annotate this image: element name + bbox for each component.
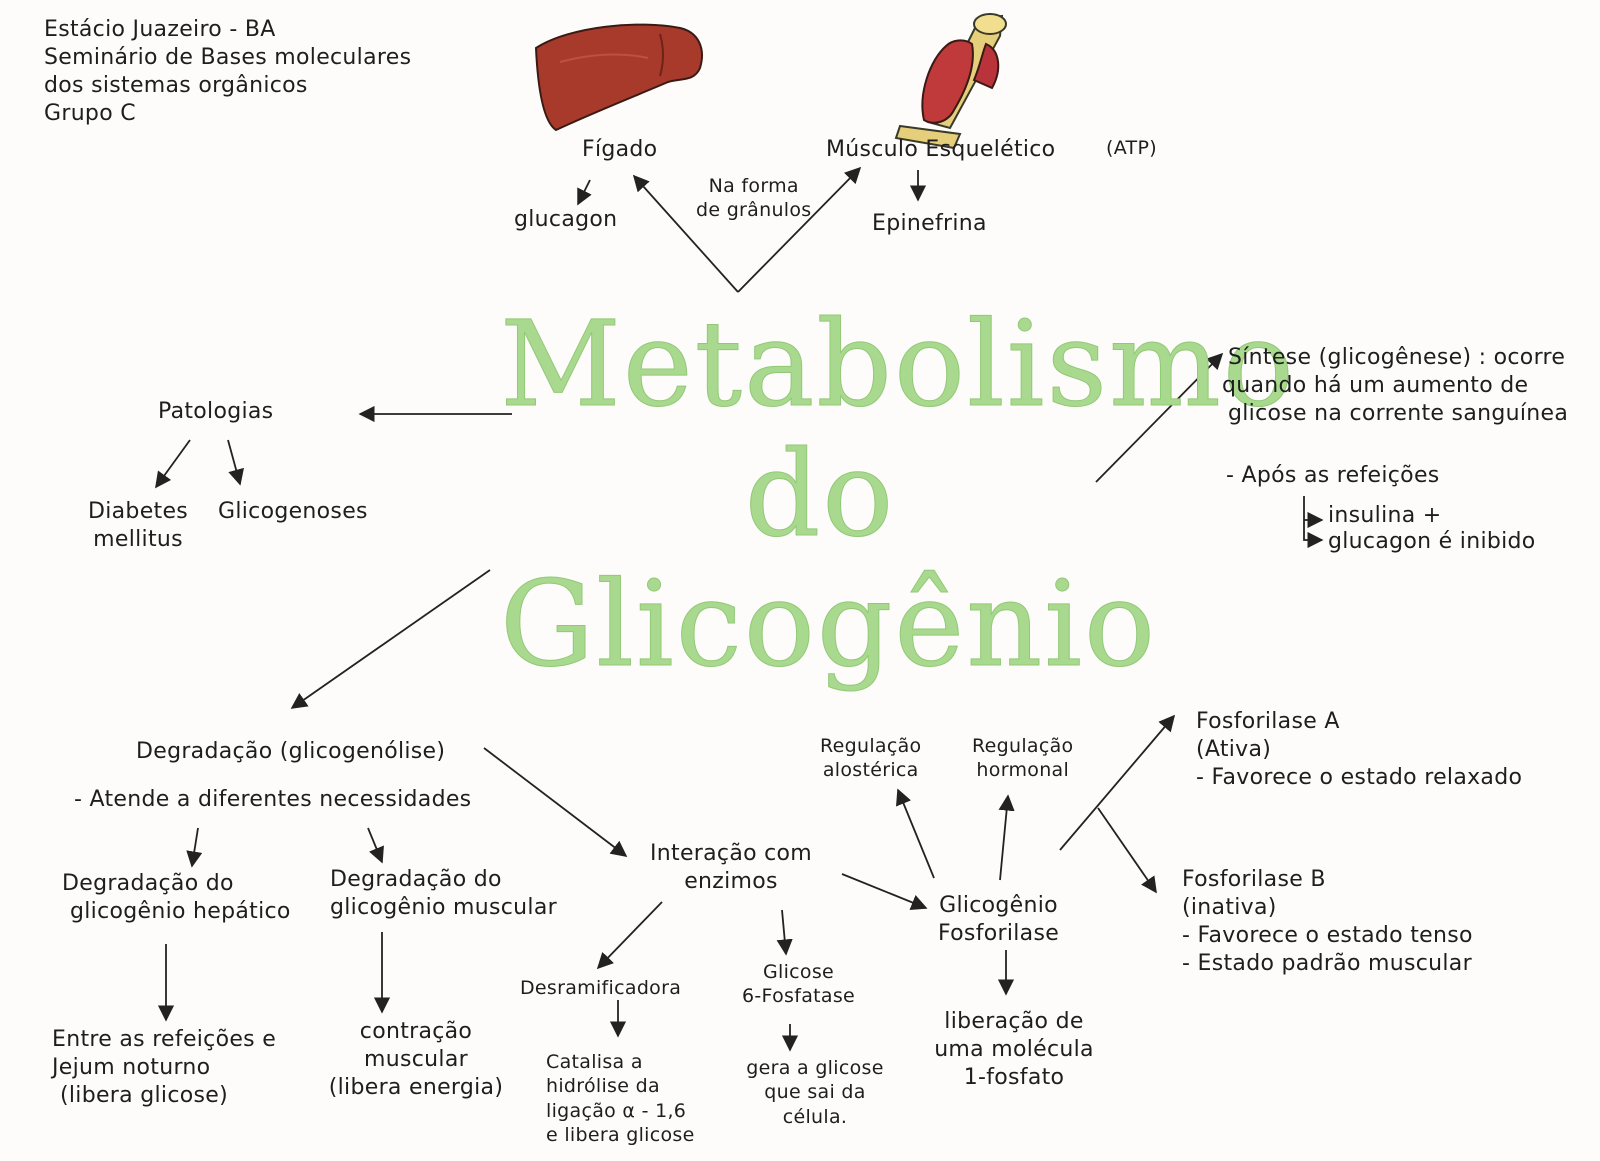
allosteric-line: alostérica <box>822 759 919 782</box>
phosphorylase-detail-line: uma molécula <box>934 1037 1094 1063</box>
granules-line: de grânulos <box>696 199 812 222</box>
enzymes-line: enzimos <box>684 869 778 895</box>
hormonal-line: hormonal <box>976 759 1070 782</box>
phosphorylase-a-line: - Favorece o estado relaxado <box>1196 765 1523 791</box>
debranching-detail: Catalisa a hidrólise da ligação α - 1,6 … <box>546 1050 695 1147</box>
muscle-label: Músculo Esquelético <box>826 137 1056 162</box>
course-header: Estácio Juazeiro - BA Seminário de Bases… <box>44 16 411 129</box>
debranching-detail-line: hidrólise da <box>546 1075 660 1098</box>
phosphorylase-line: Fosforilase <box>938 921 1060 947</box>
allosteric-line: Regulação <box>820 735 922 757</box>
main-title: Metabolismo do Glicogênio <box>500 295 1296 693</box>
granules-note: Na forma de grânulos <box>696 174 812 223</box>
synthesis-line: quando há um aumento de <box>1222 373 1529 399</box>
phosphorylase-a-line: (Ativa) <box>1196 737 1272 763</box>
muscular-detail: contração muscular (libera energia) <box>318 1018 514 1102</box>
degradation-needs: - Atende a diferentes necessidades <box>74 787 472 812</box>
title-line: Metabolismo <box>500 295 1296 433</box>
phosphorylase-line: Glicogênio <box>939 893 1058 918</box>
muscular-detail-line: contração <box>359 1019 473 1044</box>
g6p-node: Glicose 6-Fosfatase <box>742 960 855 1009</box>
pathology-label: Patologias <box>158 399 274 424</box>
liver-glucagon: glucagon <box>514 207 618 232</box>
phosphorylase-b-line: - Estado padrão muscular <box>1182 951 1472 977</box>
hepatic-node: Degradação do glicogênio hepático <box>62 870 291 926</box>
hepatic-detail-line: Jejum noturno <box>52 1055 211 1081</box>
hepatic-detail-line: (libera glicose) <box>60 1083 228 1109</box>
muscular-detail-line: muscular <box>364 1047 468 1073</box>
degradation-label: Degradação (glicogenólise) <box>136 739 446 764</box>
g6p-line: Glicose <box>763 961 835 983</box>
synthesis-line: glicose na corrente sanguínea <box>1228 401 1569 427</box>
g6p-detail-line: célula. <box>782 1105 848 1128</box>
g6p-detail: gera a glicose que sai da célula. <box>740 1056 890 1129</box>
phosphorylase-b: Fosforilase B (inativa) - Favorece o est… <box>1182 866 1473 979</box>
hormonal-regulation: Regulação hormonal <box>972 734 1073 783</box>
synthesis-after-meals: - Após as refeições <box>1226 463 1440 488</box>
synthesis-glucagon: glucagon é inibido <box>1328 529 1536 554</box>
enzymes-line: Interação com <box>650 841 813 866</box>
hormonal-line: Regulação <box>972 735 1074 757</box>
title-line: Glicogênio <box>500 554 1158 693</box>
phosphorylase-detail-line: 1-fosfato <box>963 1065 1065 1091</box>
header-line: Grupo C <box>44 101 136 127</box>
debranching-node: Desramificadora <box>520 977 682 999</box>
hepatic-line: Degradação do <box>62 871 234 896</box>
muscle-epinefrina: Epinefrina <box>872 211 987 236</box>
enzymes-node: Interação com enzimos <box>650 840 812 896</box>
g6p-line: 6-Fosfatase <box>742 985 856 1008</box>
muscular-detail-line: (libera energia) <box>328 1075 504 1101</box>
hepatic-line: glicogênio hepático <box>70 899 291 925</box>
phosphorylase-detail-line: liberação de <box>944 1009 1084 1034</box>
muscular-line: Degradação do <box>330 867 502 892</box>
header-line: Estácio Juazeiro - BA <box>44 17 276 42</box>
phosphorylase-node: Glicogênio Fosforilase <box>938 892 1059 948</box>
phosphorylase-b-line: (inativa) <box>1182 895 1277 921</box>
phosphorylase-a-line: Fosforilase A <box>1196 709 1340 734</box>
title-line: do <box>744 424 896 563</box>
muscular-node: Degradação do glicogênio muscular <box>330 866 557 922</box>
allosteric-regulation: Regulação alostérica <box>820 734 921 783</box>
g6p-detail-line: que sai da <box>764 1081 866 1104</box>
muscle-atp: (ATP) <box>1106 137 1157 159</box>
muscular-line: glicogênio muscular <box>330 895 557 921</box>
diabetes-line: Diabetes <box>88 499 189 524</box>
granules-line: Na forma <box>708 175 799 197</box>
hepatic-detail-line: Entre as refeições e <box>52 1027 277 1052</box>
synthesis-line: Síntese (glicogênese) : ocorre <box>1228 345 1566 370</box>
synthesis-insulin: insulina + <box>1328 503 1442 528</box>
phosphorylase-b-line: - Favorece o estado tenso <box>1182 923 1473 949</box>
liver-illustration <box>534 23 703 132</box>
phosphorylase-detail: liberação de uma molécula 1-fosfato <box>934 1008 1094 1092</box>
debranching-detail-line: e libera glicose <box>546 1123 695 1146</box>
glycogenoses-node: Glicogenoses <box>218 499 368 524</box>
phosphorylase-a: Fosforilase A (Ativa) - Favorece o estad… <box>1196 708 1522 792</box>
phosphorylase-b-line: Fosforilase B <box>1182 867 1326 892</box>
hepatic-detail: Entre as refeições e Jejum noturno (libe… <box>52 1026 276 1110</box>
diabetes-node: Diabetes mellitus <box>88 498 188 554</box>
header-line: Seminário de Bases moleculares <box>44 45 412 71</box>
g6p-detail-line: gera a glicose <box>746 1057 884 1079</box>
liver-label: Fígado <box>582 137 658 162</box>
muscle-bone-illustration <box>894 13 1007 150</box>
header-line: dos sistemas orgânicos <box>44 73 308 99</box>
diabetes-line: mellitus <box>93 527 183 553</box>
debranching-detail-line: Catalisa a <box>546 1051 643 1073</box>
debranching-detail-line: ligação α - 1,6 <box>546 1099 687 1122</box>
synthesis-node: Síntese (glicogênese) : ocorre quando há… <box>1222 344 1569 428</box>
